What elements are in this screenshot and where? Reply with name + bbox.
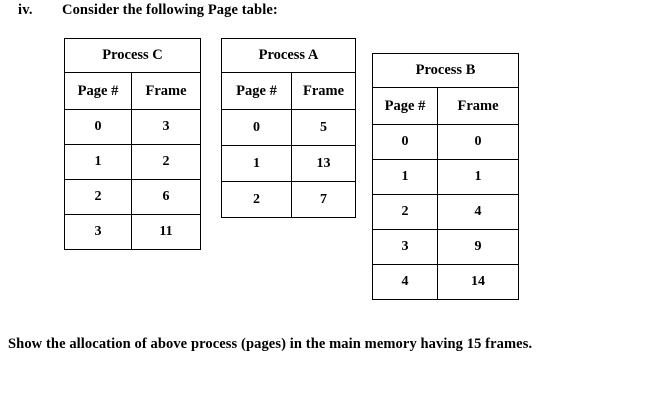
cell-page-number: 4 xyxy=(372,264,438,300)
question-numeral: iv. xyxy=(18,2,33,18)
column-header-frame: Frame xyxy=(130,72,202,110)
cell-frame-number: 9 xyxy=(437,229,519,265)
cell-page-number: 3 xyxy=(64,214,132,250)
cell-page-number: 0 xyxy=(372,124,438,160)
column-header-page: Page # xyxy=(372,87,438,125)
cell-frame-number: 3 xyxy=(130,109,202,145)
cell-frame-number: 13 xyxy=(291,145,356,182)
cell-page-number: 1 xyxy=(221,145,292,182)
table-title-row: Process C xyxy=(63,38,202,73)
table-title: Process A xyxy=(221,38,356,73)
cell-frame-number: 2 xyxy=(130,144,202,180)
table-header-row: Page # Frame xyxy=(372,87,519,125)
cell-frame-number: 1 xyxy=(437,159,519,195)
table-row: 2 4 xyxy=(372,194,519,230)
table-row: 0 0 xyxy=(372,124,519,160)
page-table-process-c: Process C Page # Frame 0 3 1 2 2 6 3 11 xyxy=(63,38,202,250)
table-row: 4 14 xyxy=(372,264,519,300)
instruction-text: Show the allocation of above process (pa… xyxy=(8,336,533,352)
cell-frame-number: 4 xyxy=(437,194,519,230)
table-row: 0 5 xyxy=(221,109,356,146)
cell-page-number: 2 xyxy=(372,194,438,230)
cell-page-number: 2 xyxy=(221,181,292,218)
cell-page-number: 0 xyxy=(221,109,292,146)
cell-page-number: 3 xyxy=(372,229,438,265)
table-row: 3 9 xyxy=(372,229,519,265)
cell-frame-number: 11 xyxy=(130,214,202,250)
cell-page-number: 2 xyxy=(64,179,132,215)
table-row: 1 13 xyxy=(221,145,356,182)
table-row: 1 1 xyxy=(372,159,519,195)
column-header-frame: Frame xyxy=(437,87,519,125)
table-title-row: Process B xyxy=(372,53,519,88)
question-prompt: Consider the following Page table: xyxy=(62,2,278,18)
column-header-page: Page # xyxy=(64,72,132,110)
cell-frame-number: 7 xyxy=(291,181,356,218)
cell-page-number: 0 xyxy=(64,109,132,145)
cell-frame-number: 6 xyxy=(130,179,202,215)
table-row: 3 11 xyxy=(64,214,202,250)
table-title: Process B xyxy=(372,53,519,88)
table-row: 1 2 xyxy=(64,144,202,180)
table-title-row: Process A xyxy=(221,38,356,73)
table-row: 0 3 xyxy=(64,109,202,145)
page-table-process-a: Process A Page # Frame 0 5 1 13 2 7 xyxy=(221,38,356,218)
question-heading: iv. Consider the following Page table: xyxy=(0,2,651,26)
column-header-frame: Frame xyxy=(291,72,356,110)
column-header-page: Page # xyxy=(221,72,292,110)
cell-frame-number: 0 xyxy=(437,124,519,160)
cell-frame-number: 14 xyxy=(437,264,519,300)
cell-frame-number: 5 xyxy=(291,109,356,146)
table-row: 2 7 xyxy=(221,181,356,218)
cell-page-number: 1 xyxy=(64,144,132,180)
table-header-row: Page # Frame xyxy=(221,72,356,110)
page-table-process-b: Process B Page # Frame 0 0 1 1 2 4 3 9 4… xyxy=(372,53,519,300)
table-row: 2 6 xyxy=(64,179,202,215)
cell-page-number: 1 xyxy=(372,159,438,195)
table-header-row: Page # Frame xyxy=(64,72,202,110)
table-title: Process C xyxy=(63,38,202,73)
